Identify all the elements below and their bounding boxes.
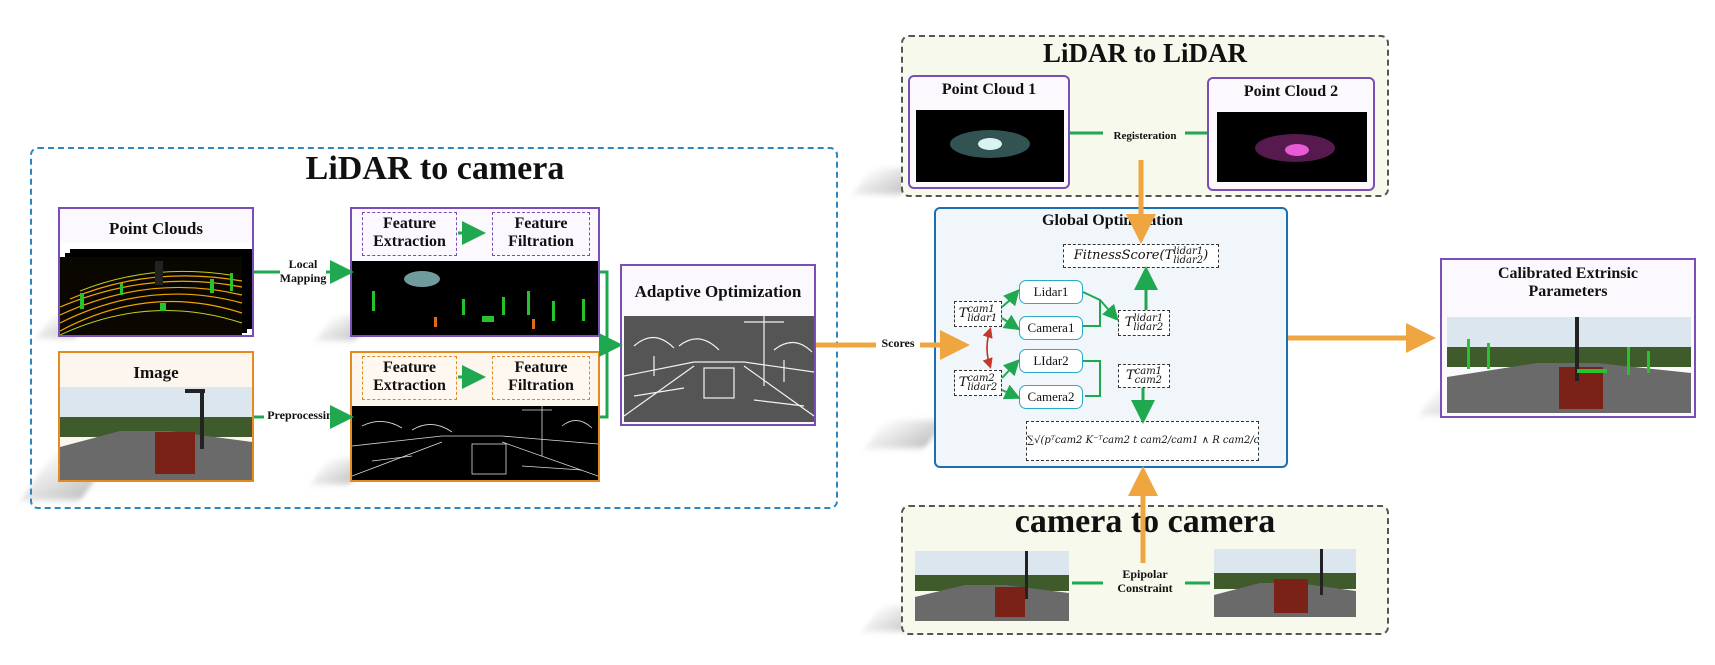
optimization-result-image	[624, 316, 814, 422]
point-cloud-1-panel: Point Cloud 1	[908, 75, 1070, 189]
lidar-to-camera-region	[30, 147, 838, 509]
preprocessing-label: Preprocessing	[267, 408, 339, 422]
t4-sub: cam2	[1134, 374, 1163, 386]
lidar-to-camera-title: LiDAR to camera	[305, 150, 565, 187]
registration-label: Registeration	[1113, 130, 1177, 142]
point-clouds-panel: Point Clouds	[58, 207, 254, 337]
epipolar-equation: ∑√(pᵀcam2 K⁻ᵀcam2 t cam2/cam1 ∧ R cam2/c…	[1026, 421, 1259, 461]
camera-image	[60, 387, 252, 480]
t3-sup: lidar1	[1133, 312, 1164, 324]
lidar-feature-panel: Feature Extraction Feature Filtration	[350, 207, 600, 337]
node-camera1: Camera1	[1019, 316, 1083, 340]
point-cloud-2-panel: Point Cloud 2	[1207, 77, 1375, 191]
image-feature-filtration: Feature Filtration	[492, 356, 590, 400]
image-label: Image	[133, 363, 179, 382]
global-optimization-title: Global Optimization	[1042, 212, 1183, 229]
adaptive-optimization-label: Adaptive Optimization	[634, 282, 802, 301]
image-feature-extraction: Feature Extraction	[362, 356, 457, 400]
lidar-feature-filtration: Feature Filtration	[492, 212, 590, 256]
lidar-features-image	[352, 261, 598, 335]
epipolar-constraint-label: Epipolar Constraint	[1117, 567, 1173, 595]
node-camera2: Camera2	[1019, 385, 1083, 409]
edge-features-image	[352, 406, 598, 480]
point-cloud-2-image	[1217, 112, 1367, 182]
t3-sub: lidar2	[1133, 321, 1164, 333]
calibrated-parameters-label: Calibrated Extrinsic Parameters	[1498, 265, 1638, 301]
fitness-sub: lidar2	[1173, 254, 1204, 266]
calibrated-result-image	[1447, 317, 1691, 413]
scores-label: Scores	[876, 336, 920, 351]
lidar-feature-extraction: Feature Extraction	[362, 212, 457, 256]
camera-image-1	[915, 551, 1069, 621]
lidar-to-lidar-title: LiDAR to LiDAR	[1042, 38, 1247, 68]
adaptive-optimization-panel: Adaptive Optimization	[620, 264, 816, 426]
image-feature-panel: Feature Extraction Feature Filtration	[350, 351, 600, 482]
shadow-decor	[865, 420, 945, 448]
local-mapping-label: Local Mapping	[279, 257, 327, 285]
camera-to-camera-title: camera to camera	[1014, 503, 1276, 540]
t1-sub: lidar1	[967, 312, 998, 324]
calibrated-parameters-panel: Calibrated Extrinsic Parameters	[1440, 258, 1696, 418]
point-clouds-image	[60, 243, 252, 335]
t4-sup: cam1	[1134, 365, 1163, 377]
point-cloud-1-label: Point Cloud 1	[941, 81, 1037, 98]
point-clouds-label: Point Clouds	[109, 219, 203, 238]
t2-sup: cam2	[967, 372, 995, 384]
point-cloud-2-label: Point Cloud 2	[1243, 83, 1339, 100]
fitness-sup: lidar1	[1173, 245, 1204, 257]
t2-sub: lidar2	[967, 381, 998, 393]
point-cloud-1-image	[916, 110, 1064, 182]
fitness-score-text: FitnessScore(T	[1073, 248, 1174, 263]
node-lidar1: Lidar1	[1019, 280, 1083, 304]
t1-sup: cam1	[967, 303, 995, 315]
image-panel: Image	[58, 351, 254, 482]
node-lidar2: LIdar2	[1019, 349, 1083, 373]
camera-image-2	[1214, 549, 1356, 617]
